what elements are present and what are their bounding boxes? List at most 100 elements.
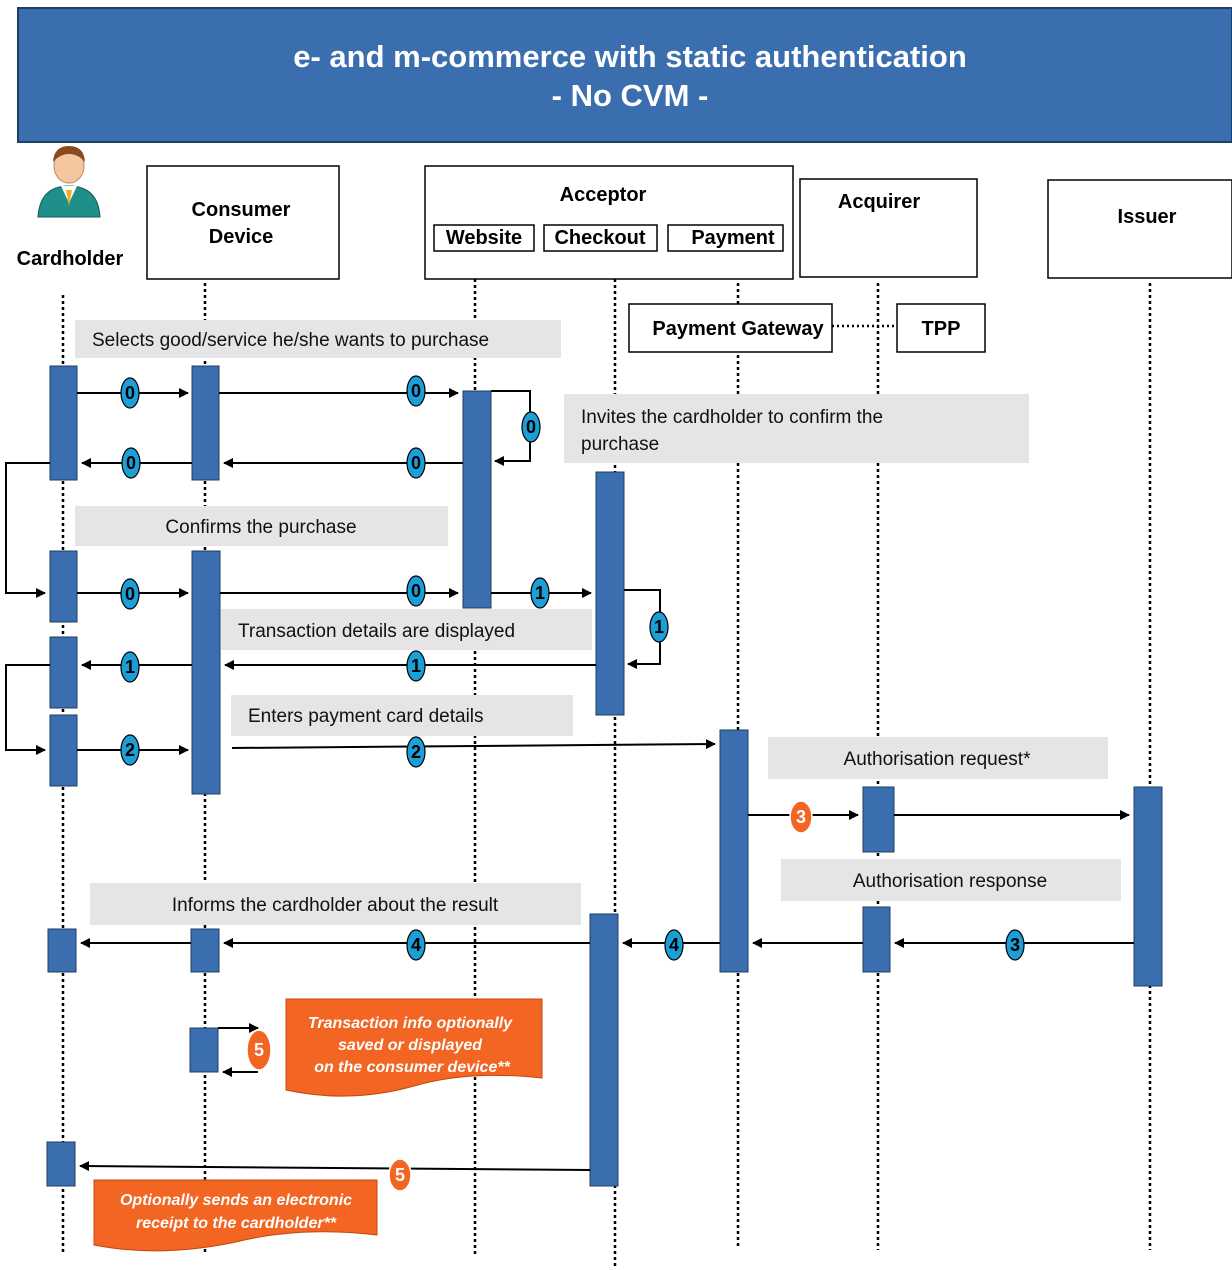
actor-label-acquirer: Acquirer bbox=[838, 191, 920, 213]
tpp-box: TPP bbox=[896, 303, 986, 353]
actor-consumer-device: Consumer Device bbox=[146, 165, 340, 280]
payment-gateway-label: Payment Gateway bbox=[652, 318, 824, 340]
message-arrow bbox=[79, 1161, 591, 1172]
message-loop-left bbox=[5, 664, 50, 755]
svg-text:1: 1 bbox=[654, 617, 664, 637]
svg-text:2: 2 bbox=[411, 742, 421, 762]
note-invites: Invites the cardholder to confirm the pu… bbox=[564, 394, 1029, 463]
svg-text:3: 3 bbox=[1010, 935, 1020, 955]
step-badge-5: 5 bbox=[388, 1158, 412, 1192]
svg-text:Authorisation response: Authorisation response bbox=[853, 871, 1047, 892]
activation-bar bbox=[47, 928, 77, 973]
activation-bar bbox=[1133, 786, 1163, 987]
step-badge-1: 1 bbox=[530, 577, 550, 609]
step-badge-0: 0 bbox=[121, 447, 141, 479]
acceptor-payment-label: Payment bbox=[691, 227, 775, 249]
step-badge-2: 2 bbox=[406, 736, 426, 768]
svg-text:1: 1 bbox=[535, 583, 545, 603]
step-badge-2: 2 bbox=[120, 734, 140, 766]
payment-gateway-box: Payment Gateway bbox=[628, 303, 833, 353]
svg-text:5: 5 bbox=[395, 1165, 405, 1185]
svg-text:Optionally sends an electron: Optionally sends an electronic bbox=[120, 1192, 352, 1209]
note-selects: Selects good/service he/she wants to pur… bbox=[75, 320, 561, 358]
activation-bar bbox=[49, 636, 78, 709]
step-badge-3: 3 bbox=[1005, 929, 1025, 961]
note-auth-response: Authorisation response bbox=[781, 859, 1121, 901]
svg-text:Authorisation request*: Authorisation request* bbox=[844, 749, 1032, 770]
step-badge-0: 0 bbox=[120, 578, 140, 610]
step-badge-0: 0 bbox=[406, 575, 426, 607]
svg-text:on the consumer device**: on the consumer device** bbox=[314, 1059, 510, 1076]
svg-text:1: 1 bbox=[411, 656, 421, 676]
activation-bar bbox=[719, 729, 749, 973]
svg-text:4: 4 bbox=[669, 935, 679, 955]
svg-text:Invites the cardholder to conf: Invites the cardholder to confirm the bbox=[581, 407, 883, 428]
notes: Selects good/service he/she wants to pur… bbox=[75, 320, 1121, 925]
step-badge-5: 5 bbox=[246, 1029, 272, 1071]
step-badge-0: 0 bbox=[406, 447, 426, 479]
actor-acquirer: Acquirer bbox=[799, 178, 978, 278]
svg-text:0: 0 bbox=[125, 584, 135, 604]
note-transaction-details: Transaction details are displayed bbox=[221, 609, 592, 650]
activation-bar bbox=[462, 390, 492, 609]
step-badge-1: 1 bbox=[406, 650, 426, 682]
note-informs: Informs the cardholder about the result bbox=[90, 883, 581, 925]
svg-text:Transaction info optionally: Transaction info optionally bbox=[308, 1015, 513, 1032]
svg-text:0: 0 bbox=[126, 453, 136, 473]
person-icon bbox=[37, 146, 101, 218]
step-badge-4: 4 bbox=[406, 929, 426, 961]
svg-text:0: 0 bbox=[411, 381, 421, 401]
svg-text:3: 3 bbox=[796, 807, 806, 827]
step-badge-4: 4 bbox=[664, 929, 684, 961]
actor-label-cardholder: Cardholder bbox=[17, 248, 124, 270]
activation-bar bbox=[862, 906, 891, 973]
actor-label-acceptor: Acceptor bbox=[560, 184, 647, 206]
activation-bar bbox=[49, 714, 78, 787]
actor-issuer: Issuer bbox=[1047, 179, 1232, 279]
step-badge-1: 1 bbox=[120, 651, 140, 683]
svg-text:0: 0 bbox=[411, 581, 421, 601]
title-line-2: - No CVM - bbox=[552, 78, 709, 113]
svg-text:0: 0 bbox=[526, 417, 536, 437]
step-badge-1: 1 bbox=[649, 611, 669, 643]
step-badge-0: 0 bbox=[406, 375, 426, 407]
svg-text:Informs the cardholder about t: Informs the cardholder about the result bbox=[172, 895, 499, 916]
title-banner: e- and m-commerce with static authentica… bbox=[17, 7, 1232, 143]
acceptor-checkout-label: Checkout bbox=[554, 227, 645, 249]
callout-transaction-info: Transaction info optionally saved or dis… bbox=[285, 998, 543, 1097]
activation-bars bbox=[46, 365, 1163, 1187]
acceptor-website-label: Website bbox=[446, 227, 522, 249]
note-enters-card: Enters payment card details bbox=[231, 695, 573, 736]
step-badge-0: 0 bbox=[521, 411, 541, 443]
activation-bar bbox=[191, 365, 220, 481]
step-badges: 0 0 0 0 0 0 0 1 1 1 1 2 2 3 3 4 4 5 5 bbox=[120, 375, 1025, 1192]
activation-bar bbox=[46, 1141, 76, 1187]
svg-text:2: 2 bbox=[125, 740, 135, 760]
svg-text:5: 5 bbox=[254, 1040, 264, 1060]
callout-receipt: Optionally sends an electronic receipt t… bbox=[93, 1179, 378, 1252]
step-badge-3: 3 bbox=[789, 800, 813, 834]
svg-text:purchase: purchase bbox=[581, 434, 659, 455]
svg-text:0: 0 bbox=[411, 453, 421, 473]
activation-bar bbox=[189, 1027, 219, 1073]
svg-text:Enters payment card details: Enters payment card details bbox=[248, 706, 484, 727]
svg-text:4: 4 bbox=[411, 935, 421, 955]
activation-bar bbox=[862, 786, 895, 853]
actor-cardholder: Cardholder bbox=[17, 146, 124, 270]
activation-bar bbox=[49, 550, 78, 623]
activation-bar bbox=[589, 913, 619, 1187]
svg-text:Confirms the purchase: Confirms the purchase bbox=[165, 517, 356, 538]
acceptor-website-box bbox=[433, 224, 535, 252]
tpp-label: TPP bbox=[922, 318, 961, 340]
activation-bar bbox=[190, 928, 220, 973]
step-badge-0: 0 bbox=[120, 377, 140, 409]
title-line-1: e- and m-commerce with static authentica… bbox=[293, 39, 967, 74]
note-confirms: Confirms the purchase bbox=[75, 506, 448, 546]
svg-text:receipt to the cardholder**: receipt to the cardholder** bbox=[136, 1215, 337, 1232]
acceptor-payment-box bbox=[667, 224, 784, 252]
activation-bar bbox=[49, 365, 78, 481]
acceptor-checkout-box bbox=[543, 224, 658, 252]
svg-text:Transaction details are displa: Transaction details are displayed bbox=[238, 621, 515, 642]
svg-text:Selects good/service he/she wa: Selects good/service he/she wants to pur… bbox=[92, 330, 489, 351]
